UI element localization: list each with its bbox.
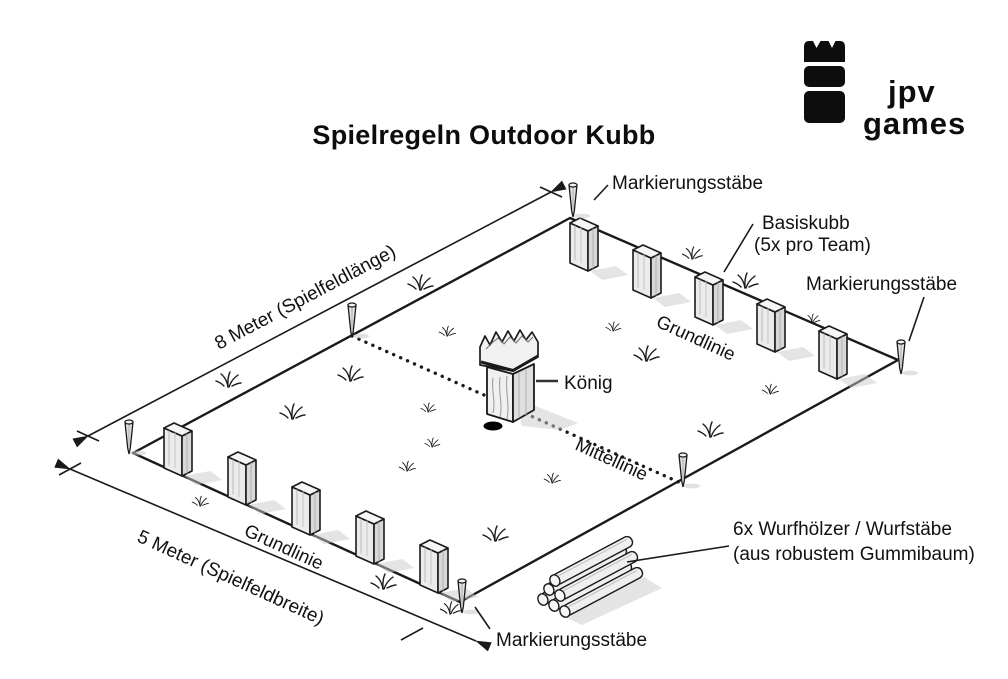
grass-tuft: [215, 371, 242, 388]
grass-tuft: [681, 246, 703, 260]
king-base-dot: [483, 421, 503, 431]
leader-stake-right: [908, 296, 925, 342]
throwing-sticks-pile: [535, 533, 662, 625]
leader-basiskubb: [723, 223, 754, 273]
label-stake-right: Markierungsstäbe: [806, 274, 957, 295]
label-sticks: 6x Wurfhölzer / Wurfstäbe: [733, 519, 952, 540]
dimension-tick: [76, 430, 100, 442]
leader-stake-top: [593, 184, 609, 201]
grass-tuft: [732, 272, 759, 289]
label-basiskubb-count: (5x pro Team): [754, 235, 871, 256]
king-piece: [479, 329, 578, 431]
logo-text-games: games: [863, 106, 967, 141]
grass-tuft: [370, 573, 397, 590]
dimension-tick: [539, 186, 563, 198]
dimension-line: [72, 180, 567, 448]
dimension-line: [54, 458, 492, 652]
rook-tower-icon: [804, 41, 845, 123]
marking-stake-top-corner: [568, 182, 591, 220]
label-stake-bottom: Markierungsstäbe: [496, 630, 647, 651]
jpv-games-logo: jpv games: [800, 34, 1000, 141]
grass-tuft: [191, 495, 209, 507]
leader-stake-bottom: [474, 606, 491, 630]
logo-text-jpv: jpv: [888, 74, 936, 109]
label-basiskubb: Basiskubb: [762, 213, 850, 234]
label-koenig: König: [564, 373, 613, 394]
label-sticks-material: (aus robustem Gummibaum): [733, 544, 975, 565]
grass-tuft: [439, 601, 461, 615]
marking-stake-right-corner: [896, 339, 919, 377]
grass-tuft: [407, 274, 434, 291]
page-title: Spielregeln Outdoor Kubb: [312, 120, 656, 150]
leader-sticks: [626, 545, 730, 563]
label-stake-top: Markierungsstäbe: [612, 173, 763, 194]
dimension-tick: [400, 627, 424, 641]
dimension-tick: [58, 462, 82, 476]
